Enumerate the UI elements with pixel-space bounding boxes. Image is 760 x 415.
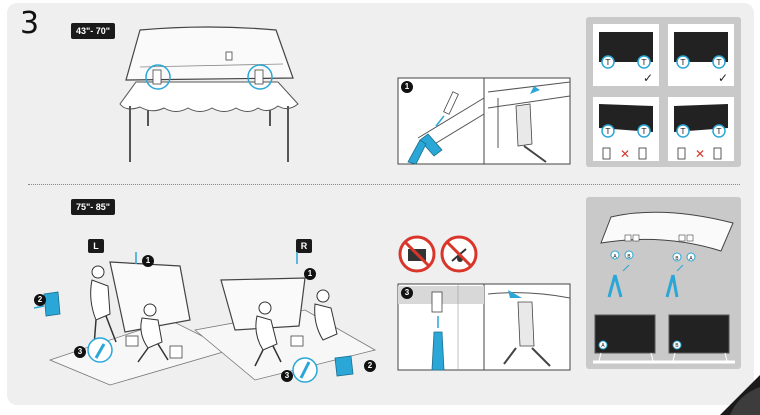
svg-text:T: T [680,127,686,136]
svg-text:T: T [680,58,686,67]
svg-text:T: T [641,127,647,136]
svg-text:A: A [613,254,617,260]
right-side-label: R [296,239,312,253]
right-step-2: 2 [364,360,376,372]
no-tilting-icon [440,235,478,273]
svg-text:A: A [689,256,693,262]
svg-text:B: B [675,256,679,262]
right-install-illustration [194,252,377,383]
section-divider [28,184,740,185]
mount-highlight-left [145,64,171,90]
svg-text:T: T [641,58,647,67]
svg-text:T: T [716,127,722,136]
check-icon: ✓ [643,71,653,85]
mount-highlight-right [247,64,273,90]
left-install-illustration [33,252,232,386]
size-range-badge-small: 43"- 70" [71,23,116,39]
stand-insert-detail-top [397,77,571,165]
svg-text:B: B [675,343,679,349]
stand-assignment-illustration: A B B A A B [593,211,735,364]
check-icon: ✓ [718,71,728,85]
stand-insert-detail-bottom [397,283,571,371]
tv-panel [125,26,294,81]
left-side-label: L [88,239,104,253]
right-step-1: 1 [304,268,316,280]
svg-text:T: T [605,127,611,136]
size-range-badge-large: 75"- 85" [71,199,116,215]
svg-text:T: T [716,58,722,67]
orientation-examples-top: T T ✓ T T ✓ T T ✕ T T ✕ [593,24,734,161]
left-step-1: 1 [142,255,154,267]
no-placing-on-floor-icon [398,235,436,273]
step-number: 3 [20,6,40,41]
svg-text:T: T [605,58,611,67]
cross-icon: ✕ [695,147,705,161]
detail-step-badge-bottom: 3 [401,287,413,299]
table-cloth [119,81,299,112]
page-turn-icon [720,375,760,415]
detail-step-badge-top: 1 [401,81,413,93]
left-step-3: 3 [74,346,86,358]
cross-icon: ✕ [620,147,630,161]
right-step-3: 3 [281,370,293,382]
svg-text:A: A [601,343,605,349]
svg-text:B: B [627,254,631,260]
tv-on-table-illustration [119,26,299,162]
left-step-2: 2 [34,294,46,306]
